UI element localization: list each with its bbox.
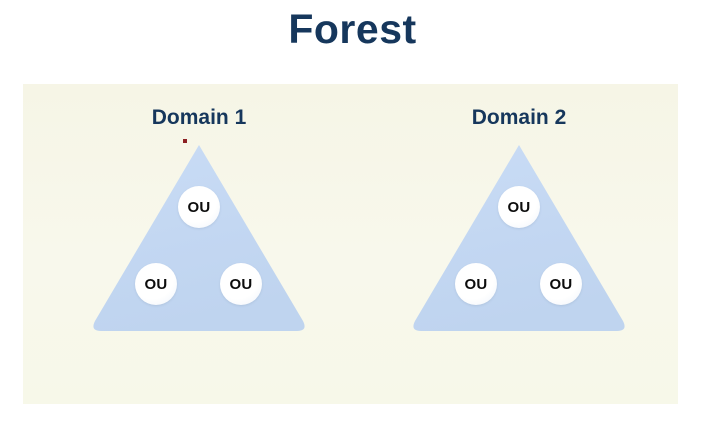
ou-label: OU (464, 275, 488, 293)
domain-1-triangle[interactable]: OU OU OU (87, 139, 311, 337)
domain-2-triangle[interactable]: OU OU OU (407, 141, 631, 337)
domain-1-label: Domain 1 (151, 106, 247, 129)
domain-group-1[interactable]: Domain 1 OU (67, 84, 331, 404)
ou-label: OU (187, 198, 211, 216)
domain-2-ou-top[interactable]: OU (498, 186, 540, 228)
domain-2-ou-bottom-right[interactable]: OU (540, 263, 582, 305)
domain-1-ou-top[interactable]: OU (178, 186, 220, 228)
ou-label: OU (229, 275, 253, 293)
domain-1-ou-bottom-left[interactable]: OU (135, 263, 177, 305)
ou-label: OU (507, 198, 531, 216)
triangle-shape-icon (413, 145, 625, 331)
triangle-shape-icon (93, 145, 305, 331)
diagram-panel: Domain 1 OU (23, 84, 678, 404)
domain-1-apex-marker-icon (183, 139, 187, 143)
page-title: Forest (288, 6, 417, 52)
ou-label: OU (144, 275, 168, 293)
domain-group-2[interactable]: Domain 2 OU OU (387, 84, 651, 404)
domain-2-label: Domain 2 (471, 106, 567, 129)
ou-label: OU (549, 275, 573, 293)
domain-1-ou-bottom-right[interactable]: OU (220, 263, 262, 305)
domain-2-ou-bottom-left[interactable]: OU (455, 263, 497, 305)
